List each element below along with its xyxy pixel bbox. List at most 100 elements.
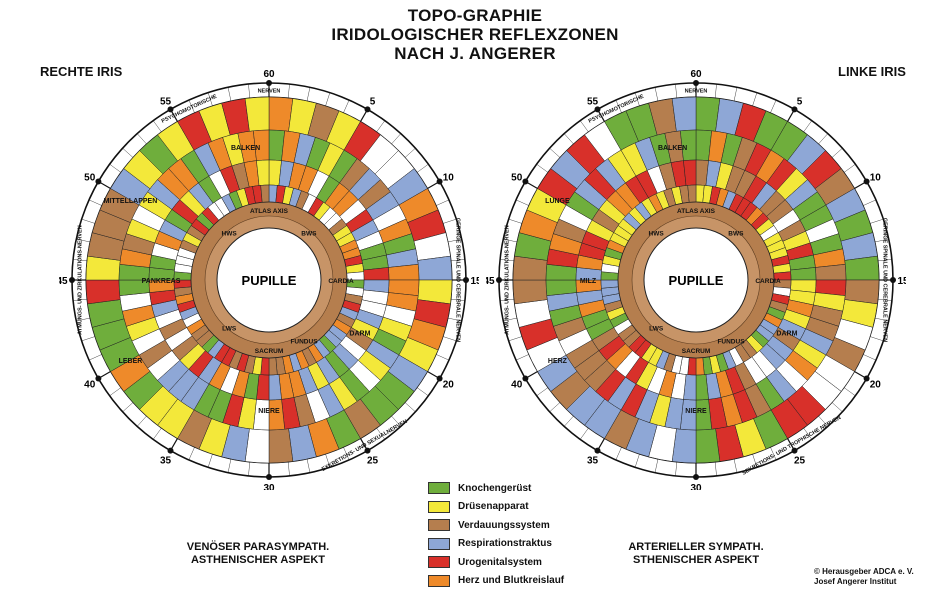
zone-sector <box>260 184 270 203</box>
tick-mark <box>874 238 889 243</box>
ring-text: ATMUNGS- UND ZIRKULATIONS-NERVEN <box>505 225 511 334</box>
zone-sector <box>268 428 294 464</box>
tick-mark <box>73 259 88 262</box>
legend-item: Respirationstraktus <box>428 535 564 554</box>
right-aspect: VENÖSER PARASYMPATH. ASTHENISCHER ASPEKT <box>148 541 368 567</box>
legend-label: Respirationstraktus <box>458 538 552 550</box>
inner-label: CARDIA <box>755 278 781 285</box>
tick-label: 45 <box>59 276 68 287</box>
tick-label: 50 <box>84 173 96 184</box>
zone-label: NIERE <box>258 408 280 415</box>
tick-label: 20 <box>443 380 455 391</box>
ring-text: GERINGE SPINALE UND CEREBRALE NERVEN <box>882 218 888 342</box>
legend-swatch <box>428 500 450 513</box>
tick-dot <box>436 178 443 185</box>
tick-mark <box>733 87 738 102</box>
tick-mark <box>634 92 640 107</box>
legend-label: Urogenitalsystem <box>458 556 542 568</box>
tick-mark <box>325 92 331 107</box>
ring-text: NERVEN <box>685 89 708 95</box>
ring-text: GERINGE SPINALE UND CEREBRALE NERVEN <box>455 218 461 342</box>
tick-mark <box>88 354 102 361</box>
legend-swatch <box>428 574 450 587</box>
left-aspect: ARTERIELLER SYMPATH. STHENISCHER ASPEKT <box>586 541 806 567</box>
tick-mark <box>549 402 561 412</box>
tick-mark <box>869 218 884 224</box>
tick-mark <box>580 427 589 440</box>
tick-mark <box>450 298 465 301</box>
legend: Knochengerüst Drüsenapparat Verdauungssy… <box>428 479 564 590</box>
zone-label: LUNGE <box>545 198 570 205</box>
tick-label: 25 <box>367 455 379 466</box>
tick-mark <box>863 354 877 361</box>
tick-mark <box>654 87 659 102</box>
tick-dot <box>436 375 443 382</box>
tick-mark <box>675 84 678 99</box>
inner-label: CARDIA <box>328 278 354 285</box>
tick-mark <box>877 259 892 262</box>
tick-dot <box>693 474 699 480</box>
inner-label: FUNDUS <box>290 339 318 346</box>
tick-mark <box>88 199 102 206</box>
tick-mark <box>714 84 717 99</box>
zone-label: LEBER <box>119 358 143 365</box>
zone-label: BALKEN <box>231 145 260 152</box>
tick-mark <box>137 415 147 427</box>
zone-label: NIERE <box>685 408 707 415</box>
tick-mark <box>536 164 549 173</box>
left-iris-label: LINKE IRIS <box>838 64 906 79</box>
tick-mark <box>508 336 523 342</box>
zone-sector <box>695 357 705 376</box>
legend-item: Knochengerüst <box>428 479 564 498</box>
tick-dot <box>522 375 529 382</box>
legend-item: Verdauungssystem <box>428 516 564 535</box>
tick-mark <box>500 298 515 301</box>
inner-label: FUNDUS <box>717 339 745 346</box>
legend-swatch <box>428 556 450 569</box>
tick-mark <box>227 87 232 102</box>
inner-label: HWS <box>222 231 238 238</box>
inner-label: LWS <box>222 325 237 332</box>
copyright-line-1: © Herausgeber ADCA e. V. <box>814 567 914 576</box>
legend-label: Drüsenapparat <box>458 501 529 513</box>
tick-dot <box>594 106 601 113</box>
tick-mark <box>109 387 122 396</box>
left-aspect-line-2: STHENISCHER ASPEKT <box>632 554 760 566</box>
tick-mark <box>188 99 195 113</box>
title-line-2: IRIDOLOGISCHER REFLEXZONEN <box>331 25 619 44</box>
tick-mark <box>391 133 401 145</box>
tick-mark <box>508 218 523 224</box>
tick-mark <box>76 317 91 322</box>
tick-label: 40 <box>84 380 96 391</box>
zone-sector <box>671 96 697 132</box>
tick-mark <box>877 298 892 301</box>
tick-mark <box>436 354 450 361</box>
tick-label: 15 <box>470 276 479 287</box>
right-iris-label: RECHTE IRIS <box>40 64 123 79</box>
tick-dot <box>364 447 371 454</box>
zone-label: MILZ <box>580 278 597 285</box>
pupil <box>643 227 749 333</box>
tick-dot <box>167 447 174 454</box>
tick-label: 45 <box>486 276 495 287</box>
tick-mark <box>376 120 385 133</box>
tick-mark <box>109 164 122 173</box>
tick-mark <box>447 317 462 322</box>
tick-mark <box>391 415 401 427</box>
legend-label: Herz und Blutkreislauf <box>458 575 565 587</box>
inner-label: SACRUM <box>682 348 711 355</box>
inner-label: HWS <box>649 231 665 238</box>
ring-text: ATMUNGS- UND ZIRKULATIONS-NERVEN <box>78 225 84 334</box>
zone-sector <box>687 184 697 203</box>
tick-label: 10 <box>443 173 455 184</box>
tick-mark <box>122 148 134 158</box>
zone-sector <box>512 279 548 305</box>
legend-item: Drüsenapparat <box>428 498 564 517</box>
left-aspect-line-1: ARTERIELLER SYMPATH. <box>628 541 764 553</box>
tick-mark <box>76 238 91 243</box>
pupil-label: PUPILLE <box>669 273 724 288</box>
tick-dot <box>594 447 601 454</box>
tick-mark <box>503 317 518 322</box>
tick-mark <box>137 133 147 145</box>
legend-swatch <box>428 537 450 550</box>
